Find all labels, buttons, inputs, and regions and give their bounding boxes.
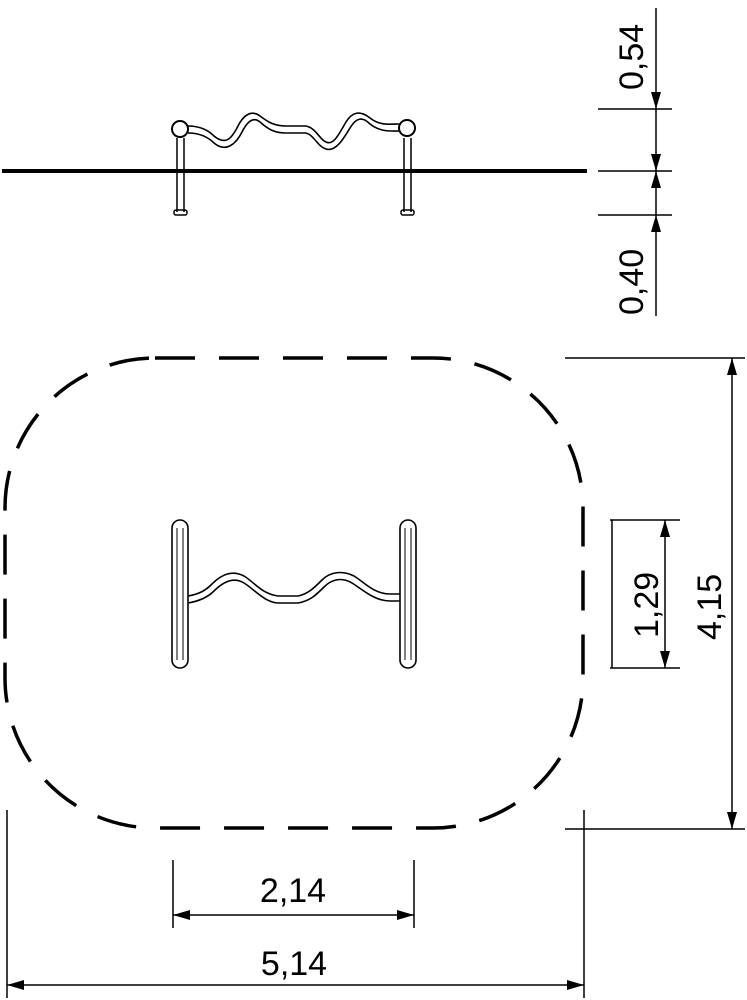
elevation-dimensions: 0,54 0,40 xyxy=(598,8,672,316)
elevation-view: 0,54 0,40 xyxy=(2,8,672,316)
wavy-bar-plan xyxy=(187,571,400,604)
right-post-ball xyxy=(398,119,416,137)
safety-zone-depth-label: 4,15 xyxy=(691,574,729,640)
equipment-length-label: 2,14 xyxy=(260,872,326,910)
plan-view: 1,29 4,15 2,14 5,14 xyxy=(3,356,745,998)
left-post-ball xyxy=(171,120,189,138)
left-post xyxy=(171,120,189,216)
wavy-bar-elevation xyxy=(187,112,400,151)
right-end-bar xyxy=(399,519,417,669)
right-post xyxy=(398,119,416,216)
safety-zone-outline xyxy=(3,356,585,830)
depth-below-ground-label: 0,40 xyxy=(613,249,651,315)
equipment-width-label: 1,29 xyxy=(628,572,666,638)
left-end-bar xyxy=(171,519,189,669)
plan-bottom-dimensions: 2,14 5,14 xyxy=(6,810,585,998)
safety-zone-length-label: 5,14 xyxy=(261,945,327,983)
plan-right-dimensions: 1,29 4,15 xyxy=(565,357,745,830)
height-above-ground-label: 0,54 xyxy=(613,24,651,90)
